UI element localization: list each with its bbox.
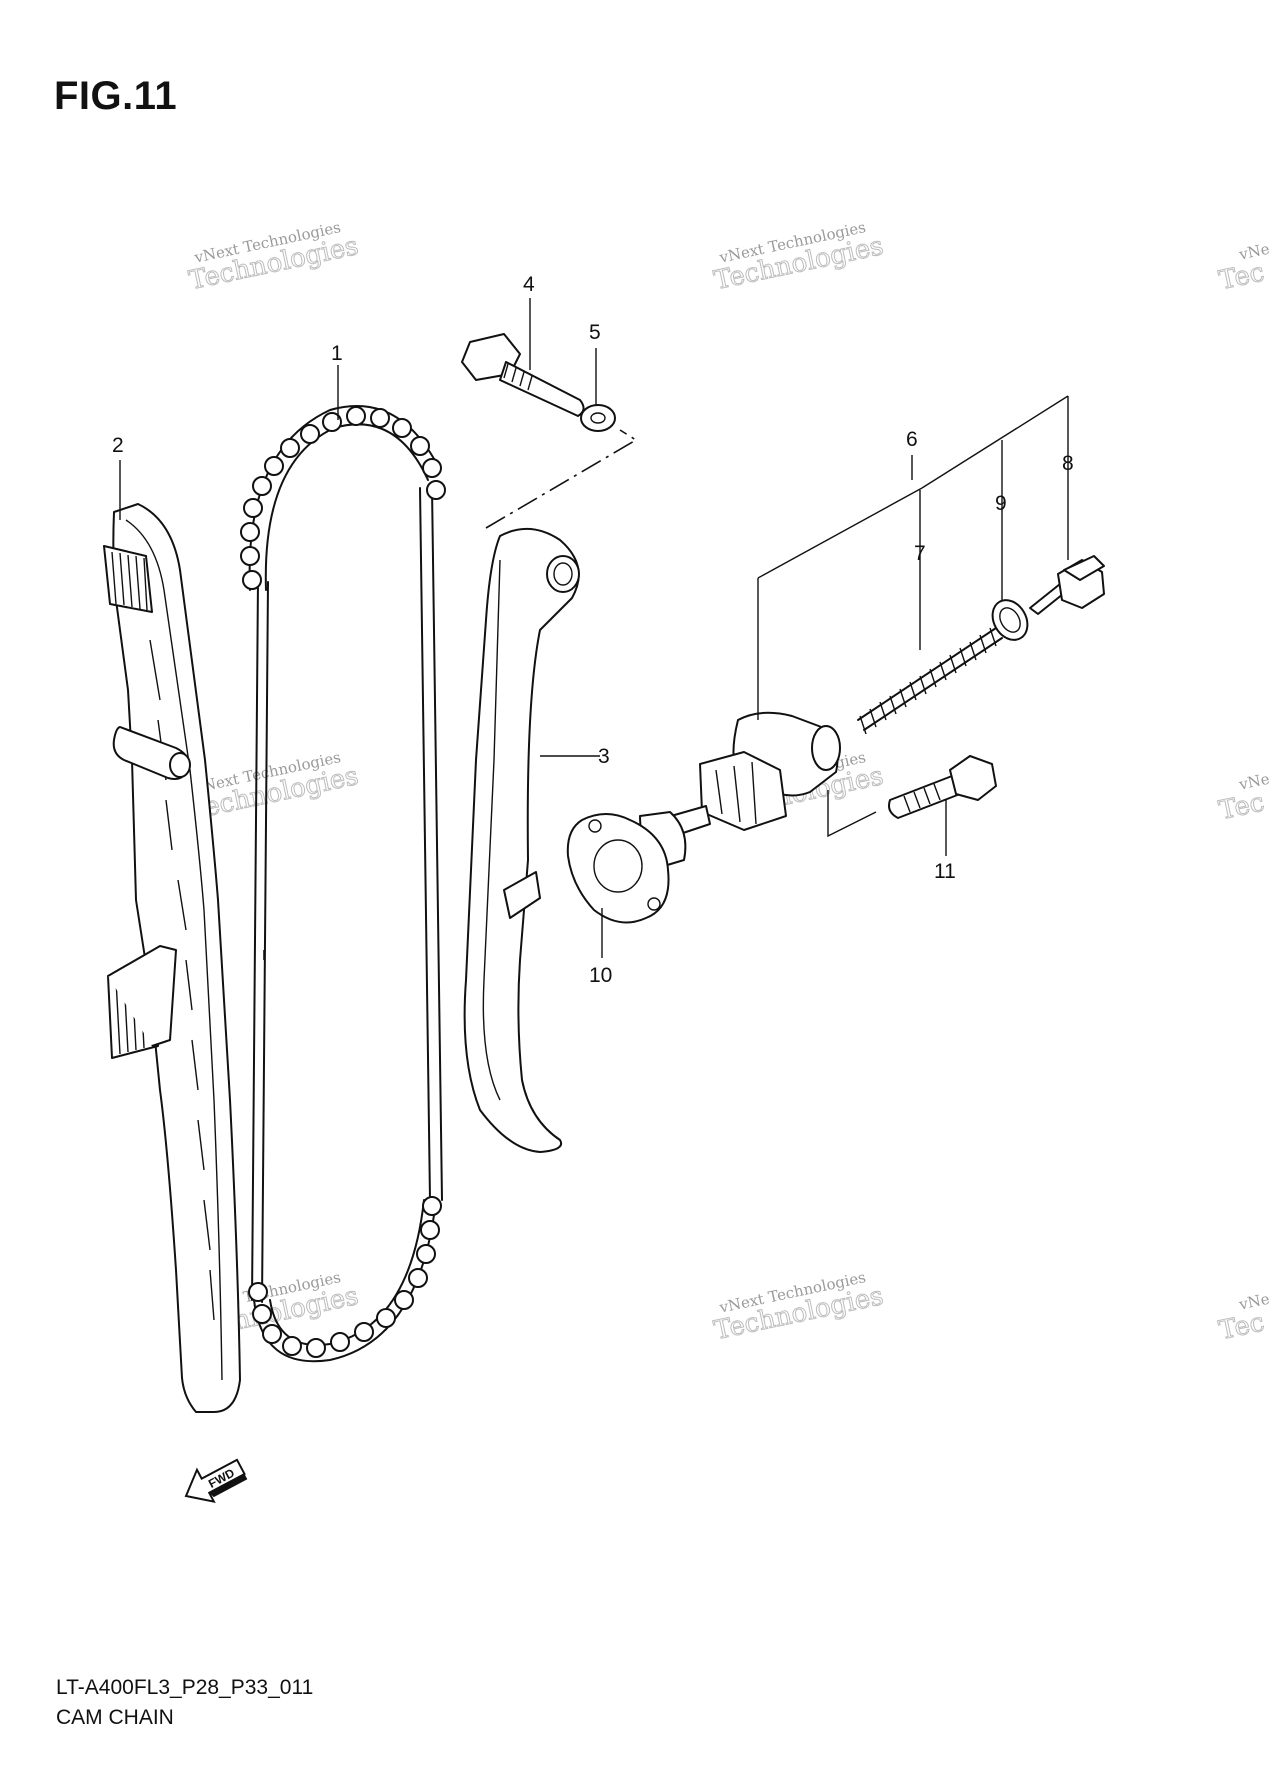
callout-5: 5 — [589, 321, 601, 344]
cam-chain-part-1 — [240, 405, 446, 1363]
chain-links-lower — [248, 1196, 442, 1358]
tensioner-arm-part-3 — [463, 527, 580, 1153]
callout-7: 7 — [914, 542, 926, 565]
leader-lines — [119, 298, 1069, 958]
svg-text:vNe: vNe — [1237, 1290, 1272, 1314]
watermark-edge: Tec vNe — [1216, 240, 1272, 297]
watermark: Technologies vNext Technologies — [711, 218, 887, 297]
callout-8: 8 — [1062, 452, 1074, 475]
callout-3: 3 — [598, 745, 610, 768]
callout-1: 1 — [331, 342, 343, 365]
cap-bolt-part-8 — [1029, 555, 1105, 615]
svg-text:vNe: vNe — [1237, 770, 1272, 794]
figure-code: LT-A400FL3_P28_P33_011 — [56, 1676, 314, 1699]
callout-9: 9 — [995, 492, 1007, 515]
callout-11: 11 — [934, 860, 956, 883]
watermark: Technologies vNext Technologies — [186, 218, 362, 297]
callouts: 1 2 3 4 5 6 7 8 9 10 11 — [112, 273, 1074, 987]
washer-part-5 — [580, 404, 616, 432]
callout-2: 2 — [112, 434, 124, 457]
callout-4: 4 — [523, 273, 535, 296]
watermark-edge: Tec vNe — [1216, 1290, 1272, 1347]
spring-part-7 — [857, 627, 1003, 735]
bolt-part-4 — [461, 333, 585, 417]
svg-text:vNe: vNe — [1237, 240, 1272, 264]
callout-10: 10 — [589, 964, 612, 987]
assembly-line — [485, 429, 638, 529]
figure-name: CAM CHAIN — [56, 1706, 174, 1729]
figure-title: FIG.11 — [54, 74, 178, 118]
chain-guide-part-2 — [103, 503, 241, 1413]
gasket-part-10 — [566, 813, 670, 924]
watermark: Technologies vNext Technologies — [711, 1268, 887, 1347]
gasket-ring-part-9 — [991, 599, 1029, 641]
forward-direction-arrow: FWD — [184, 1458, 248, 1503]
callout-6: 6 — [906, 428, 918, 451]
chain-links-upper — [240, 406, 446, 590]
watermark-edge: Tec vNe — [1216, 770, 1272, 827]
tensioner-body-part-6 — [639, 711, 841, 867]
bolt-part-11 — [888, 755, 997, 819]
